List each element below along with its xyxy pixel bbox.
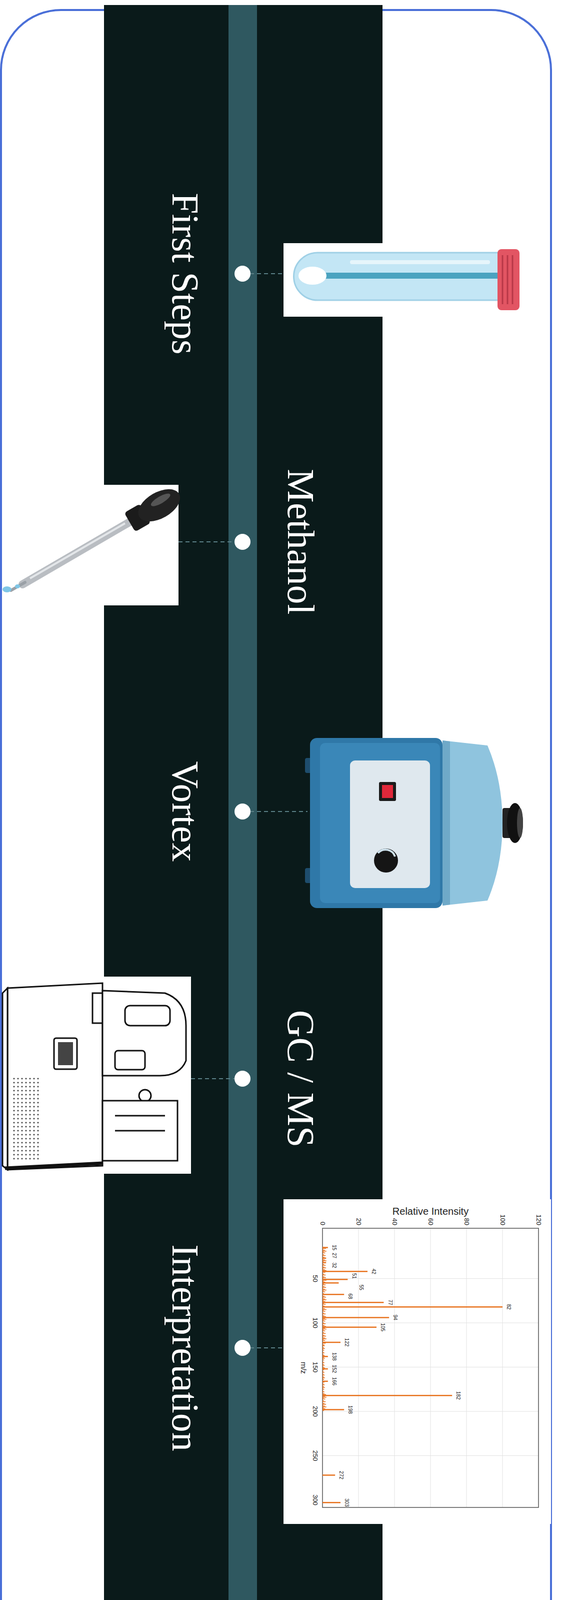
stage-label: Vortex xyxy=(166,760,205,861)
test-tube-icon xyxy=(283,243,520,317)
peak-bars xyxy=(322,1247,503,1502)
tick-label: 200 xyxy=(312,1405,319,1416)
tick-label: 40 xyxy=(391,1217,398,1225)
peak-label: 166 xyxy=(331,1376,337,1385)
axis-title: Relative Intensity xyxy=(392,1205,469,1216)
stage-label: First Steps xyxy=(166,192,205,354)
peak-label: 122 xyxy=(344,1337,349,1346)
timeline-dots xyxy=(234,265,251,1355)
tick-label: 80 xyxy=(463,1217,470,1225)
peak-label: 198 xyxy=(347,1404,353,1413)
tick-label: 300 xyxy=(312,1493,319,1505)
tick-label: 100 xyxy=(312,1316,319,1328)
tick-label: 100 xyxy=(499,1213,506,1225)
gc-ms-instrument-icon xyxy=(2,976,191,1173)
peak-label: 55 xyxy=(358,1284,364,1290)
peak-label: 77 xyxy=(387,1299,393,1305)
peak-label: 152 xyxy=(331,1364,337,1373)
plot-frame xyxy=(322,1227,539,1507)
peak-label: 82 xyxy=(506,1303,511,1309)
peak-label: 27 xyxy=(331,1252,337,1258)
peak-label: 94 xyxy=(392,1314,398,1320)
dropper-icon xyxy=(2,482,186,605)
tick-label: 60 xyxy=(427,1217,434,1225)
timeline-line xyxy=(228,5,257,1599)
tick-label: 150 xyxy=(312,1361,319,1372)
tick-label: 0 xyxy=(319,1221,326,1225)
peak-label: 68 xyxy=(347,1292,353,1298)
peak-label: 15 xyxy=(331,1244,337,1250)
peak-label: 51 xyxy=(351,1272,357,1278)
peak-label: 105 xyxy=(380,1322,385,1331)
tick-label: 50 xyxy=(312,1274,319,1281)
peak-label: 138 xyxy=(331,1351,337,1360)
spectrum-plot xyxy=(283,1198,551,1523)
peak-label: 182 xyxy=(455,1390,461,1399)
vortex-mixer-icon xyxy=(305,737,523,908)
grid xyxy=(322,1227,539,1507)
stage-label: Methanol xyxy=(282,468,320,614)
peak-label: 272 xyxy=(338,1470,344,1479)
mass-spectrum-chart: Relative Intensity 0 20 40 60 80 100 120 50 100 15… xyxy=(283,1198,551,1523)
peak-label: 32 xyxy=(331,1261,337,1267)
stage-label: GC / MS xyxy=(282,1009,320,1147)
stage-label: Interpretation xyxy=(166,1243,205,1451)
tick-label: 250 xyxy=(312,1449,319,1461)
tick-label: 120 xyxy=(535,1213,542,1225)
peak-label: 303 xyxy=(344,1497,349,1506)
tick-label: 20 xyxy=(355,1217,362,1225)
axis-title: m/z xyxy=(300,1361,308,1373)
peak-label: 42 xyxy=(371,1268,376,1274)
